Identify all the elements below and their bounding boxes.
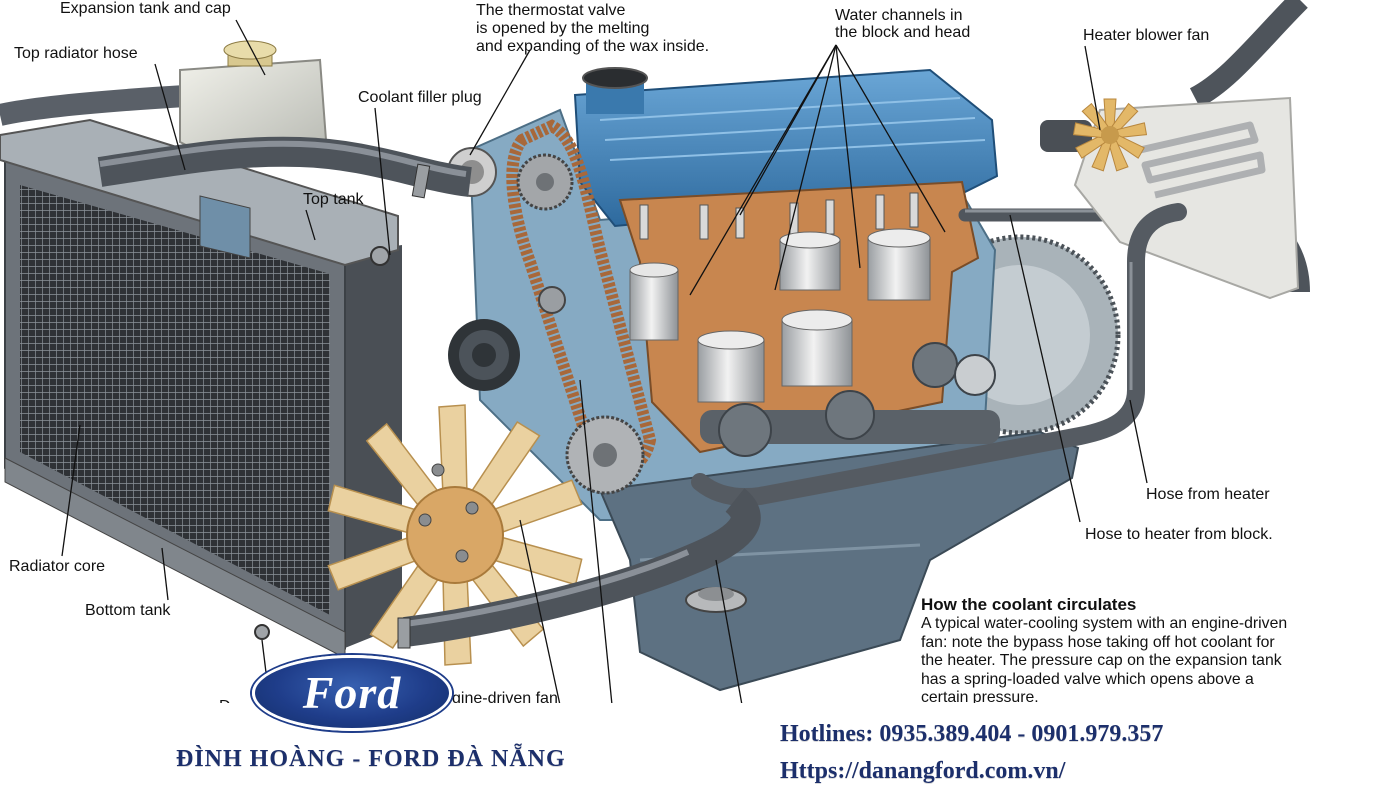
heater-unit: [1040, 0, 1310, 300]
valves: [639, 192, 919, 240]
radiator: [0, 118, 402, 659]
dealer-name: ĐÌNH HOÀNG - FORD ĐÀ NẴNG: [176, 746, 566, 772]
label-engine-driven-fan: gine-driven fan: [452, 690, 558, 707]
leader-lines: [61, 19, 1148, 705]
dealer-banner: ĐÌNH HOÀNG - FORD ĐÀ NẴNG Hotlines: 0935…: [0, 703, 1400, 789]
label-thermostat-line: is opened by the melting: [476, 20, 650, 37]
caption-line: has a spring-loaded valve which opens ab…: [921, 670, 1254, 688]
water-channels: [618, 180, 1000, 457]
hotlines-text: Hotlines: 0935.389.404 - 0901.979.357: [780, 721, 1164, 747]
cooling-system-illustration: [0, 0, 1310, 705]
radiator-top-tank: [0, 118, 399, 267]
ford-logo: Ford: [252, 655, 452, 731]
label-top-radiator-hose: Top radiator hose: [14, 45, 138, 62]
label-water-channels: Water channels in the block and head: [835, 7, 970, 41]
label-hose-to-heater: Hose to heater from block.: [1085, 526, 1273, 543]
label-thermostat-line: and expanding of the wax inside.: [476, 38, 710, 55]
engine-driven-fan: [327, 404, 583, 666]
expansion-tank-cap: [223, 40, 277, 67]
label-thermostat: The thermostat valve is opened by the me…: [476, 2, 709, 56]
caption-line: the heater. The pressure cap on the expa…: [921, 652, 1282, 669]
label-heater-blower-fan: Heater blower fan: [1083, 27, 1210, 44]
label-water-channels-line: Water channels in: [835, 7, 963, 24]
caption-line: fan: note the bypass hose taking off hot…: [921, 633, 1275, 651]
pistons: [629, 228, 931, 403]
crankshaft: [700, 342, 1000, 457]
website-text: Https://danangford.com.vn/: [780, 758, 1066, 784]
caption-body: A typical water-cooling system with an e…: [921, 615, 1361, 708]
bottom-radiator-hose: [397, 488, 761, 649]
caption-line: A typical water-cooling system with an e…: [921, 615, 1288, 632]
label-top-tank: Top tank: [303, 191, 364, 208]
label-expansion-tank: Expansion tank and cap: [60, 0, 231, 17]
label-hose-from-heater: Hose from heater: [1146, 486, 1270, 503]
coolant-filler-plug: [370, 246, 390, 266]
ford-logo-text: Ford: [302, 667, 402, 718]
radiator-core: [20, 185, 330, 615]
label-bottom-tank: Bottom tank: [85, 602, 171, 619]
sump-drain-plug: [685, 587, 747, 613]
top-radiator-hose: [97, 136, 472, 199]
caption-line: certain pressure.: [921, 689, 1039, 706]
crank-pulley: [448, 319, 520, 391]
caption-title: How the coolant circulates: [921, 595, 1137, 614]
label-radiator-core: Radiator core: [9, 558, 106, 575]
hose-from-heater: [691, 203, 1187, 506]
label-coolant-filler-plug: Coolant filler plug: [358, 89, 482, 106]
label-water-channels-line: the block and head: [835, 24, 971, 41]
caption: How the coolant circulates A typical wat…: [921, 595, 1361, 708]
drain-tap: [254, 624, 270, 640]
heater-blower-fan: [1040, 98, 1148, 172]
label-thermostat-line: The thermostat valve: [476, 2, 626, 19]
